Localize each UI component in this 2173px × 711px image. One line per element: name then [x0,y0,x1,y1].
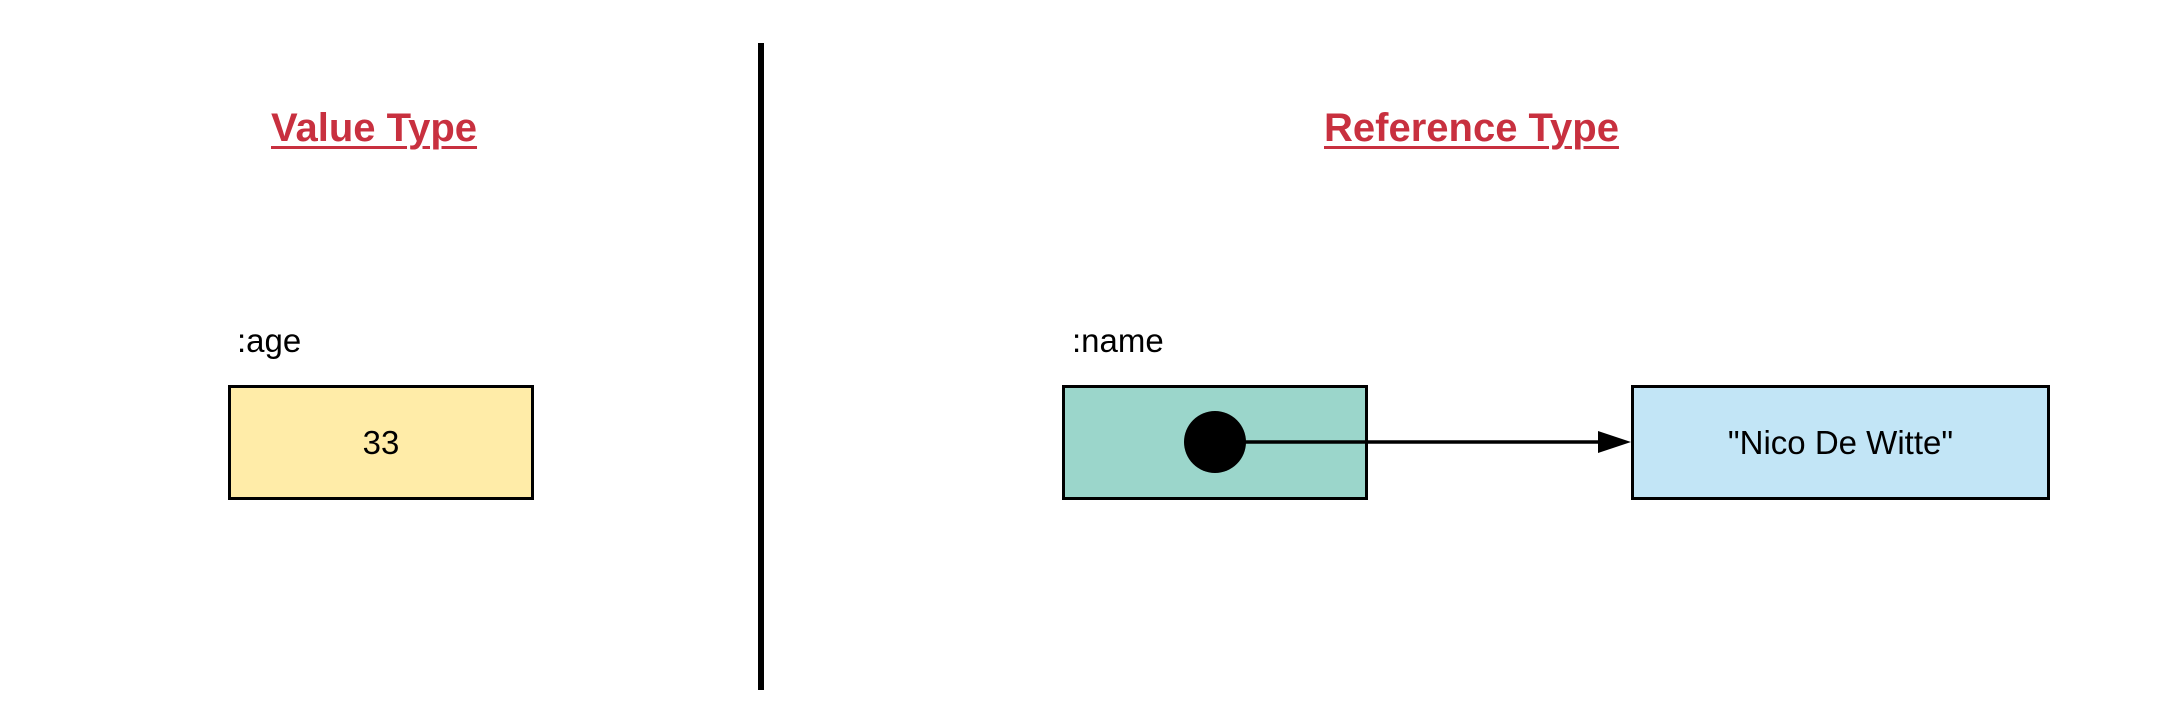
arrowhead-icon [1598,431,1631,453]
section-divider [758,43,764,690]
age-variable-label: :age [237,322,302,359]
name-variable-label: :name [1072,322,1164,359]
age-value-text: 33 [362,423,400,461]
string-object-text: "Nico De Witte" [1727,423,1954,461]
string-object-box: "Nico De Witte" [1631,385,2050,500]
age-value-box: 33 [228,385,534,500]
reference-type-heading: Reference Type [1324,106,1619,150]
value-type-heading: Value Type [271,106,478,150]
name-reference-box [1062,385,1368,500]
